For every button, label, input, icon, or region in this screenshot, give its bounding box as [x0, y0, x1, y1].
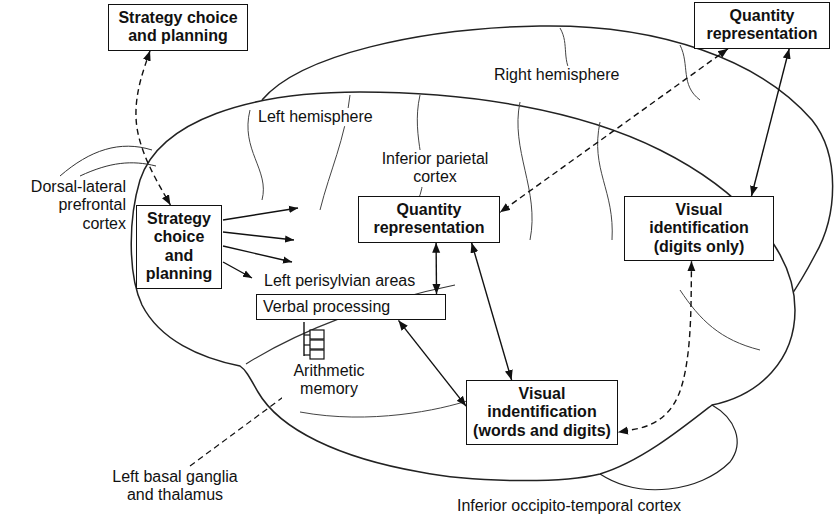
box-text: Quantity representation — [363, 201, 495, 238]
strategy-arrow — [223, 262, 252, 278]
function-box: Quantity representation — [358, 196, 500, 243]
sulcus — [300, 400, 470, 417]
leader-line — [60, 146, 152, 176]
region-label: Inferior occipito-temporal cortex — [455, 497, 683, 515]
cerebellum-outline — [600, 405, 737, 490]
box-text: Strategy choice and planning — [141, 210, 217, 284]
box-text: Strategy choice and planning — [113, 9, 243, 46]
connector-arrow — [435, 243, 437, 294]
box-text: Visual indentification (words and digits… — [471, 385, 613, 440]
strategy-arrow — [223, 208, 298, 220]
memory-store-icon — [310, 350, 324, 359]
region-label: Dorsal-lateral prefrontal cortex — [12, 178, 128, 233]
region-label: Left hemisphere — [256, 108, 375, 126]
left-hemisphere-outline — [131, 92, 795, 481]
memory-store-icon — [310, 330, 324, 339]
leader-line — [190, 392, 290, 466]
memory-link — [304, 354, 310, 355]
region-label: Arithmetic memory — [282, 362, 376, 399]
right-hemisphere-sulcus — [680, 45, 700, 100]
box-text: Verbal processing — [263, 298, 439, 316]
memory-store-icon — [310, 340, 324, 349]
function-box: Visual indentification (words and digits… — [466, 380, 618, 445]
strategy-arrow — [223, 246, 292, 262]
strategy-arrow — [223, 232, 294, 240]
box-text: Visual identification (digits only) — [629, 201, 769, 256]
connector-arrow — [752, 49, 790, 196]
region-label: Left perisylvian areas — [262, 272, 417, 290]
function-box: Strategy choice and planning — [108, 4, 248, 51]
sulcus — [598, 122, 613, 240]
region-label: Left basal ganglia and thalamus — [98, 468, 252, 505]
memory-link — [303, 322, 304, 356]
connector-arrow — [399, 320, 467, 406]
function-box: Strategy choice and planning — [136, 205, 222, 289]
dashed-connector — [136, 51, 170, 205]
dashed-connector — [618, 261, 692, 432]
memory-link — [304, 334, 310, 335]
box-text: Quantity representation — [699, 7, 825, 44]
function-box: Quantity representation — [694, 2, 830, 49]
memory-link — [304, 344, 310, 345]
connector-arrow — [472, 243, 512, 380]
leader-line — [80, 163, 156, 176]
sulcus — [518, 102, 532, 240]
sulcus — [680, 290, 760, 350]
process-box: Verbal processing — [256, 294, 446, 320]
region-label: Inferior parietal cortex — [368, 150, 502, 187]
function-box: Visual identification (digits only) — [624, 196, 774, 261]
region-label: Right hemisphere — [492, 66, 621, 84]
